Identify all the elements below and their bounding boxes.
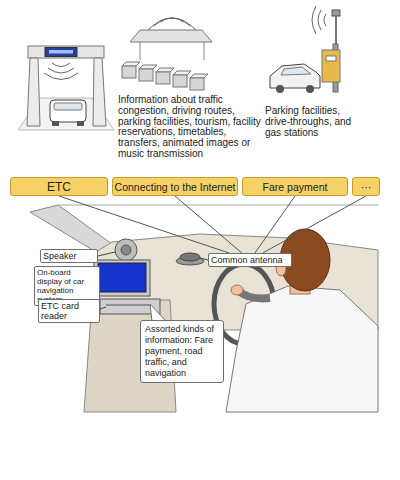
signal-wave xyxy=(44,73,78,80)
canopy-roof xyxy=(130,30,212,42)
signal-wave xyxy=(48,68,74,73)
canopy-post xyxy=(204,42,205,60)
antenna-head xyxy=(332,10,340,16)
part-label: Common antenna xyxy=(211,255,289,265)
facility-block xyxy=(173,71,191,75)
part-label-box: Speaker xyxy=(40,249,98,263)
button-label: Connecting to the Internet xyxy=(115,181,236,193)
speaker-cone xyxy=(121,245,131,255)
canopy-post xyxy=(140,42,141,60)
facility-block xyxy=(190,74,208,78)
part-label-box: Common antenna xyxy=(208,253,292,267)
car-body xyxy=(270,64,320,88)
button-label: ··· xyxy=(361,181,372,193)
facility-block xyxy=(156,72,170,84)
facility-block xyxy=(139,69,153,81)
callout-text: Assorted kinds of information: Fare paym… xyxy=(145,324,219,379)
gate-pillar xyxy=(27,58,40,126)
part-label: ETC card reader xyxy=(41,301,97,321)
signal-line xyxy=(59,196,229,253)
button-label: Fare payment xyxy=(263,181,328,193)
driver-arm xyxy=(240,292,270,298)
toll-gate-illustration xyxy=(18,46,114,130)
leader-line xyxy=(100,280,104,281)
description-text: Parking facilities, drive-throughs, and … xyxy=(265,106,365,138)
gate-pillar xyxy=(93,58,106,126)
function-button: Fare payment xyxy=(242,177,348,196)
signal-wave xyxy=(318,10,321,30)
car-window xyxy=(54,103,82,110)
signal-line xyxy=(255,196,295,253)
function-button: Connecting to the Internet xyxy=(112,177,238,196)
car-window xyxy=(281,67,311,75)
part-label: Speaker xyxy=(43,251,95,261)
facility-block xyxy=(173,75,187,87)
gate-display-glow xyxy=(49,50,73,54)
driver-hand xyxy=(231,285,243,295)
button-label: ETC xyxy=(47,181,71,193)
antenna-mast xyxy=(335,12,337,44)
roadside-beacon-illustration xyxy=(122,18,212,90)
signal-line xyxy=(175,196,242,253)
car-interior-illustration xyxy=(30,205,378,412)
parking-beacon-illustration xyxy=(270,6,340,93)
car-wheel xyxy=(52,121,59,126)
signal-wave xyxy=(52,63,70,67)
car-wheel xyxy=(77,121,84,126)
car-wheel xyxy=(276,85,284,93)
function-button: ··· xyxy=(352,177,380,196)
gantry-beam xyxy=(28,46,104,58)
signal-wave xyxy=(324,14,326,26)
signal-line xyxy=(263,196,366,253)
facility-block xyxy=(190,78,204,90)
facility-block xyxy=(122,66,136,78)
leader-line xyxy=(100,307,106,309)
a-pillar xyxy=(30,205,112,252)
part-label-box: ETC card reader xyxy=(38,299,100,323)
signal-wave xyxy=(154,18,190,26)
speaker-grille xyxy=(115,239,137,261)
leader-line xyxy=(98,252,115,256)
signal-wave xyxy=(312,6,316,34)
callout-box: Assorted kinds of information: Fare paym… xyxy=(140,320,224,383)
signal-wave xyxy=(148,18,196,30)
payment-machine xyxy=(322,50,340,82)
antenna-dome xyxy=(180,253,200,261)
function-button: ETC xyxy=(10,177,108,196)
gate-display xyxy=(45,48,77,57)
facility-block xyxy=(139,65,157,69)
driver-shirt xyxy=(226,286,378,412)
facility-block xyxy=(156,68,174,72)
navigation-display xyxy=(98,263,146,292)
payment-slot xyxy=(326,56,336,61)
car-body xyxy=(50,100,86,122)
card-slot xyxy=(106,305,150,306)
car-wheel xyxy=(306,85,314,93)
description-text: Information about traffic congestion, dr… xyxy=(118,95,270,160)
callout-pointer xyxy=(150,304,166,321)
leader-line xyxy=(200,258,208,260)
facility-block xyxy=(122,62,140,66)
display-bezel xyxy=(94,260,150,296)
windshield-edge xyxy=(58,205,378,206)
